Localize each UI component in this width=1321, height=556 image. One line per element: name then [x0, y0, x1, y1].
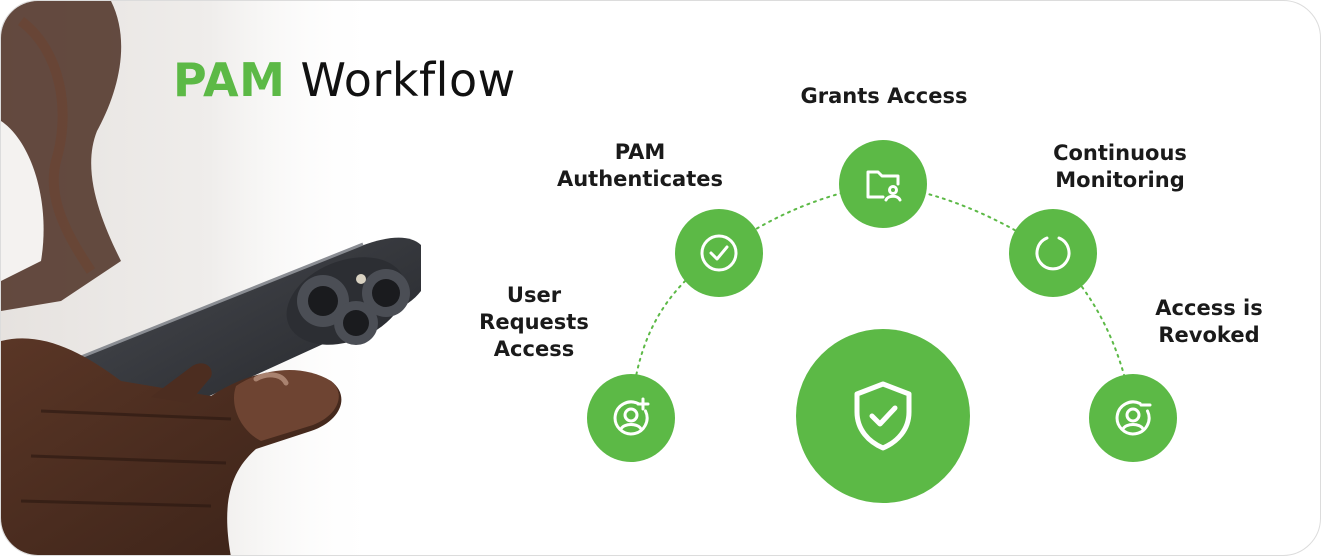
step-grants-access — [839, 140, 927, 228]
folder-user-icon — [866, 170, 902, 202]
progress-ring-icon — [1035, 236, 1071, 271]
label-user-requests-access: User Requests Access — [479, 283, 589, 361]
page-title: PAM Workflow — [173, 53, 516, 107]
step-access-revoked — [1089, 374, 1177, 462]
shield-check-icon — [854, 381, 912, 451]
check-circle-icon — [700, 234, 738, 272]
label-pam-authenticates: PAM Authenticates — [556, 140, 724, 191]
center-shield-badge — [796, 329, 970, 503]
label-grants-access: Grants Access — [800, 84, 968, 108]
title-rest: Workflow — [300, 53, 516, 107]
label-continuous-monitoring: Continuous Monitoring — [1053, 141, 1187, 192]
user-add-icon — [613, 397, 650, 436]
step-user-requests-access — [587, 374, 675, 462]
label-access-revoked: Access is Revoked — [1155, 296, 1263, 347]
title-accent: PAM — [173, 53, 286, 107]
hand-holding-phone-photo — [1, 1, 421, 555]
step-continuous-monitoring — [1009, 209, 1097, 297]
user-remove-icon — [1115, 400, 1152, 436]
step-pam-authenticates — [675, 209, 763, 297]
